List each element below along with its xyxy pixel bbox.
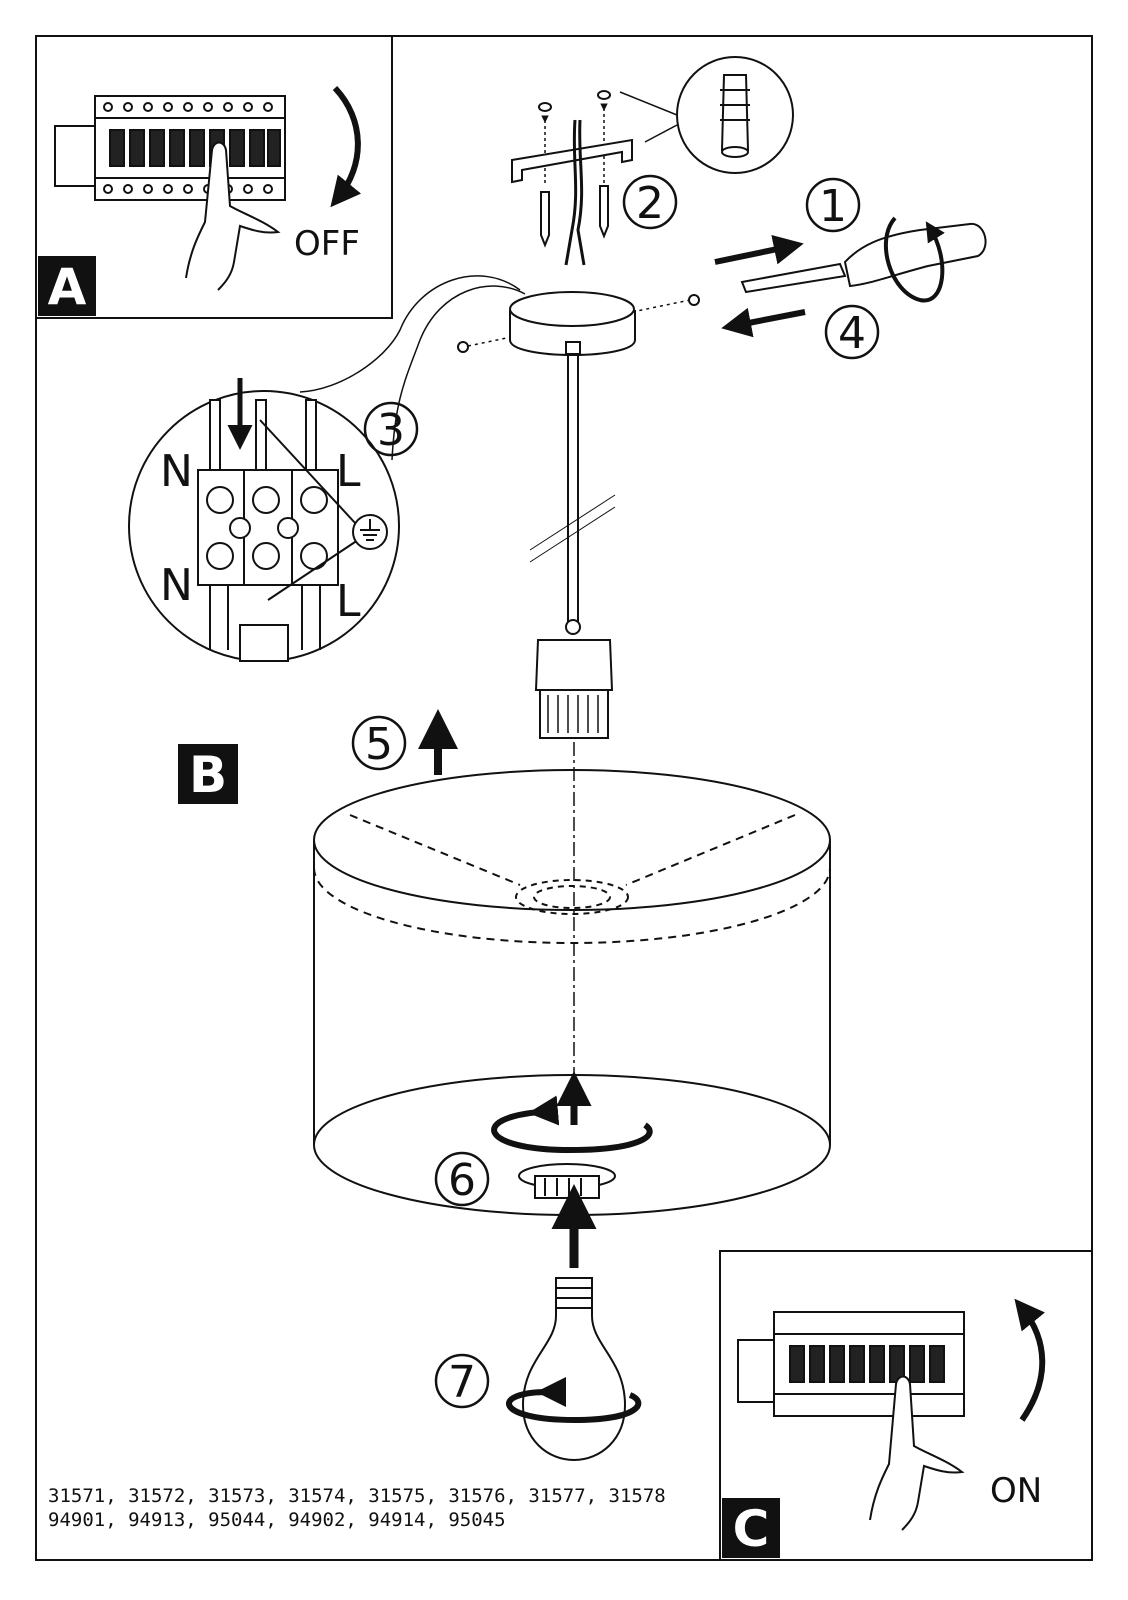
- drill-hole-left: [538, 102, 552, 112]
- step-7-label: 7: [448, 1357, 476, 1408]
- step-1-label: 1: [819, 181, 847, 232]
- mounting-bracket-group: 2: [511, 56, 794, 266]
- drill-hole-right: [597, 90, 611, 100]
- terminal-n-top: N: [160, 446, 193, 497]
- terminal-block-group: N L N L 3: [128, 378, 419, 662]
- step-3-circle: [363, 401, 419, 457]
- ceiling-cable: [564, 119, 586, 266]
- screwdriver-icon: [740, 222, 987, 294]
- step-6-label: 6: [448, 1155, 476, 1206]
- step-5-label: 5: [365, 719, 393, 770]
- panel-b-letter-box: [178, 744, 238, 804]
- lamp-socket: [534, 639, 614, 691]
- step-4-label: 4: [838, 308, 866, 359]
- terminal-l-bottom: L: [336, 576, 361, 627]
- panel-a-letter: A: [48, 258, 87, 316]
- callout-lines: [299, 275, 526, 461]
- arrow-in: [714, 234, 804, 265]
- arrow-out: [721, 307, 806, 338]
- screw-icon: [540, 185, 609, 248]
- step-2-circle: [622, 174, 678, 230]
- panel-b-letter: B: [189, 746, 227, 804]
- step-6-circle: [434, 1151, 490, 1207]
- light-bulb-icon: [521, 1277, 627, 1462]
- ground-symbol-icon: [352, 514, 388, 550]
- step-2-label: 2: [636, 178, 664, 229]
- mounting-bracket: [511, 138, 633, 184]
- twist-arrow-icon: [491, 1095, 653, 1154]
- terminal-l-top: L: [336, 446, 361, 497]
- model-codes-line-2: 94901, 94913, 95044, 94902, 94914, 95045: [48, 1509, 506, 1531]
- hand-icon: [869, 1375, 965, 1531]
- breaker-panel-icon: [737, 1311, 965, 1417]
- rotate-down-arrow-icon: [330, 85, 362, 208]
- rod-cap: [565, 341, 581, 355]
- screwdriver-group: 1 4: [714, 177, 987, 360]
- model-codes-line-1: 31571, 31572, 31573, 31574, 31575, 31576…: [48, 1485, 666, 1507]
- on-label: ON: [990, 1471, 1042, 1511]
- bulb-twist-arrow-icon: [506, 1376, 642, 1424]
- panel-a-letter-box: [38, 256, 96, 316]
- outer-frame: [35, 35, 1093, 1561]
- panel-c-letter: C: [733, 1500, 770, 1558]
- canopy-group: [299, 275, 700, 1085]
- step-5-circle: [351, 715, 407, 771]
- panel-c-letter-box: [722, 1498, 780, 1558]
- rotate-arrow-icon: [884, 216, 945, 303]
- socket-thread: [539, 689, 609, 739]
- shade-ring-group: 6: [434, 1071, 653, 1207]
- terminal-n-bottom: N: [160, 560, 193, 611]
- step-7-circle: [434, 1353, 490, 1409]
- panel-a: OFF A: [35, 35, 393, 319]
- wall-plug-icon: [720, 74, 750, 151]
- side-screw-right: [688, 294, 700, 306]
- step-1-circle: [805, 177, 861, 233]
- rotate-up-arrow-icon: [1014, 1298, 1046, 1422]
- breaker-panel-icon: [54, 95, 286, 201]
- off-label: OFF: [294, 224, 360, 264]
- step-3-label: 3: [377, 405, 405, 456]
- panel-c: ON C: [719, 1250, 1093, 1561]
- hand-icon: [185, 141, 281, 291]
- step-4-circle: [824, 304, 880, 360]
- model-codes: 31571, 31572, 31573, 31574, 31575, 31576…: [48, 1484, 666, 1532]
- terminal-block-icon: [197, 399, 339, 662]
- bulb-group: 7: [434, 1184, 642, 1462]
- side-screw-left: [457, 341, 469, 353]
